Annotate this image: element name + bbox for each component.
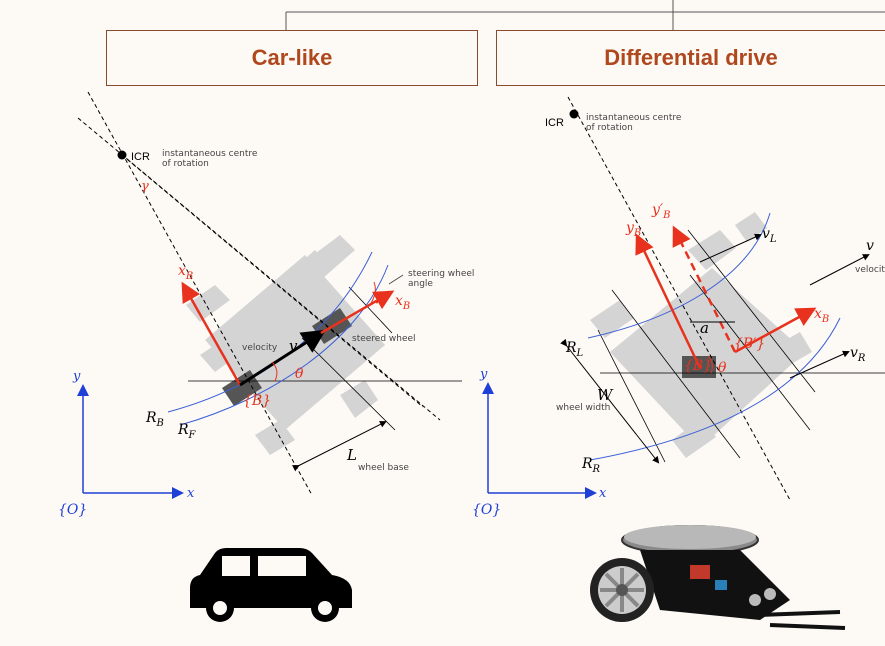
diff-icr-dot	[569, 109, 579, 119]
car-xB-label: xB	[178, 263, 193, 282]
vL-label: vL	[762, 226, 777, 245]
steered-xB-label: xB	[395, 293, 410, 312]
diff-icr-note-2: of rotation	[586, 123, 633, 133]
v-arrow	[809, 254, 870, 286]
RR-label: RR	[581, 456, 601, 475]
vL-arrow	[699, 233, 762, 263]
diff-theta-label: θ	[718, 360, 727, 376]
diff-x-label: x	[599, 486, 607, 501]
gamma-steer: γ	[374, 290, 382, 305]
steered-xB-arrow	[320, 290, 395, 335]
gamma-icr: γ	[141, 179, 149, 194]
diff-xB-label: xB	[814, 306, 829, 325]
diff-yB-prime-label: y′B	[651, 202, 670, 221]
steer-note-1: steering wheel	[408, 269, 474, 279]
vR-label: vR	[850, 345, 866, 364]
differential-drive-title: Differential drive	[496, 30, 885, 86]
diff-Bprime-label: {B′}	[734, 336, 765, 352]
car-xB-arrow	[181, 281, 242, 386]
diff-velocity-label: velocit	[855, 265, 885, 275]
diff-yB-label: yB	[625, 220, 641, 239]
car-y-label: y	[72, 369, 81, 384]
wheelbase-label: wheel base	[358, 463, 409, 473]
wheel-width-label: wheel width	[556, 403, 610, 413]
L-label: L	[346, 446, 357, 464]
diff-v-label: v	[866, 238, 874, 254]
icr-dot	[117, 150, 127, 160]
RL-label: RL	[565, 340, 584, 359]
diff-B-label: {B}	[684, 358, 712, 374]
diff-yB-prime-arrow	[672, 225, 737, 353]
steered-wheel-label: steered wheel	[352, 334, 416, 344]
W-label: W	[597, 386, 614, 404]
car-like-diagram: ICR instantaneous centre of rotation γ x…	[58, 91, 474, 518]
icr-note-2: of rotation	[162, 159, 209, 169]
icr-note-1: instantaneous centre	[162, 149, 258, 159]
diff-drive-diagram: ICR instantaneous centre of rotation yB …	[472, 96, 885, 518]
icr-label: ICR	[131, 151, 150, 163]
wheel-width-dimension	[560, 338, 660, 464]
car-x-label: x	[187, 486, 195, 501]
connector-lines	[285, 0, 885, 30]
v-label: v	[289, 337, 298, 355]
wheelbase-dimension	[291, 421, 387, 472]
diff-O-label: {O}	[472, 502, 501, 518]
theta-label: θ	[295, 366, 304, 382]
diff-y-label: y	[479, 367, 488, 382]
car-body	[186, 235, 385, 455]
RF-label: RF	[177, 422, 197, 441]
robot-image	[590, 525, 846, 630]
car-O-label: {O}	[58, 502, 87, 518]
steer-note-2: angle	[408, 279, 433, 289]
diff-yB-arrow	[635, 233, 702, 369]
velocity-label: velocity	[242, 343, 278, 353]
diff-icr-label: ICR	[545, 117, 564, 129]
diff-icr-note-1: instantaneous centre	[586, 113, 682, 123]
RB-label: RB	[145, 410, 164, 429]
car-like-title: Car-like	[106, 30, 478, 86]
velocity-arrow	[239, 329, 327, 387]
a-label: a	[700, 319, 709, 337]
car-B-label: {B}	[243, 393, 271, 409]
diff-xB-arrow	[734, 307, 817, 354]
car-icon	[190, 548, 352, 622]
vR-arrow	[789, 350, 850, 379]
